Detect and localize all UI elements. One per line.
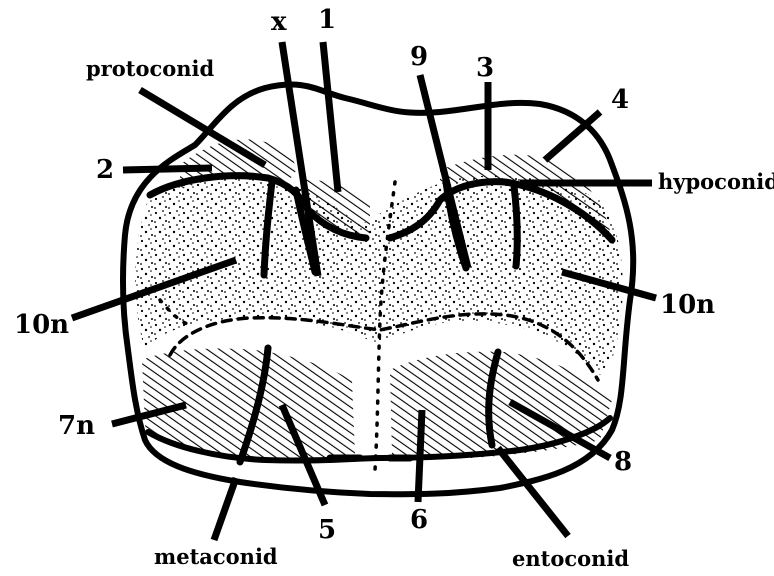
- label-1: 1: [318, 5, 336, 35]
- label-entoconid: entoconid: [512, 546, 629, 571]
- leader-4: [545, 112, 600, 160]
- ridge-right-2: [514, 186, 517, 266]
- leader-entoconid: [498, 448, 568, 536]
- label-4: 4: [611, 85, 629, 115]
- leader-1: [323, 42, 338, 192]
- label-metaconid: metaconid: [154, 544, 278, 569]
- label-protoconid: protoconid: [86, 56, 215, 81]
- leader-metaconid: [214, 478, 236, 540]
- leader-6: [418, 410, 422, 502]
- leader-2: [123, 168, 212, 170]
- label-10n-left: 10n: [14, 310, 69, 340]
- label-10n-right: 10n: [660, 290, 715, 320]
- label-3: 3: [476, 53, 494, 83]
- label-6: 6: [410, 505, 428, 535]
- label-8: 8: [614, 447, 632, 477]
- label-9: 9: [410, 42, 428, 72]
- label-7n: 7n: [58, 411, 95, 441]
- label-hypoconid: hypoconid: [658, 169, 774, 194]
- label-5: 5: [318, 515, 336, 545]
- label-2: 2: [96, 155, 114, 185]
- label-x: x: [271, 7, 287, 37]
